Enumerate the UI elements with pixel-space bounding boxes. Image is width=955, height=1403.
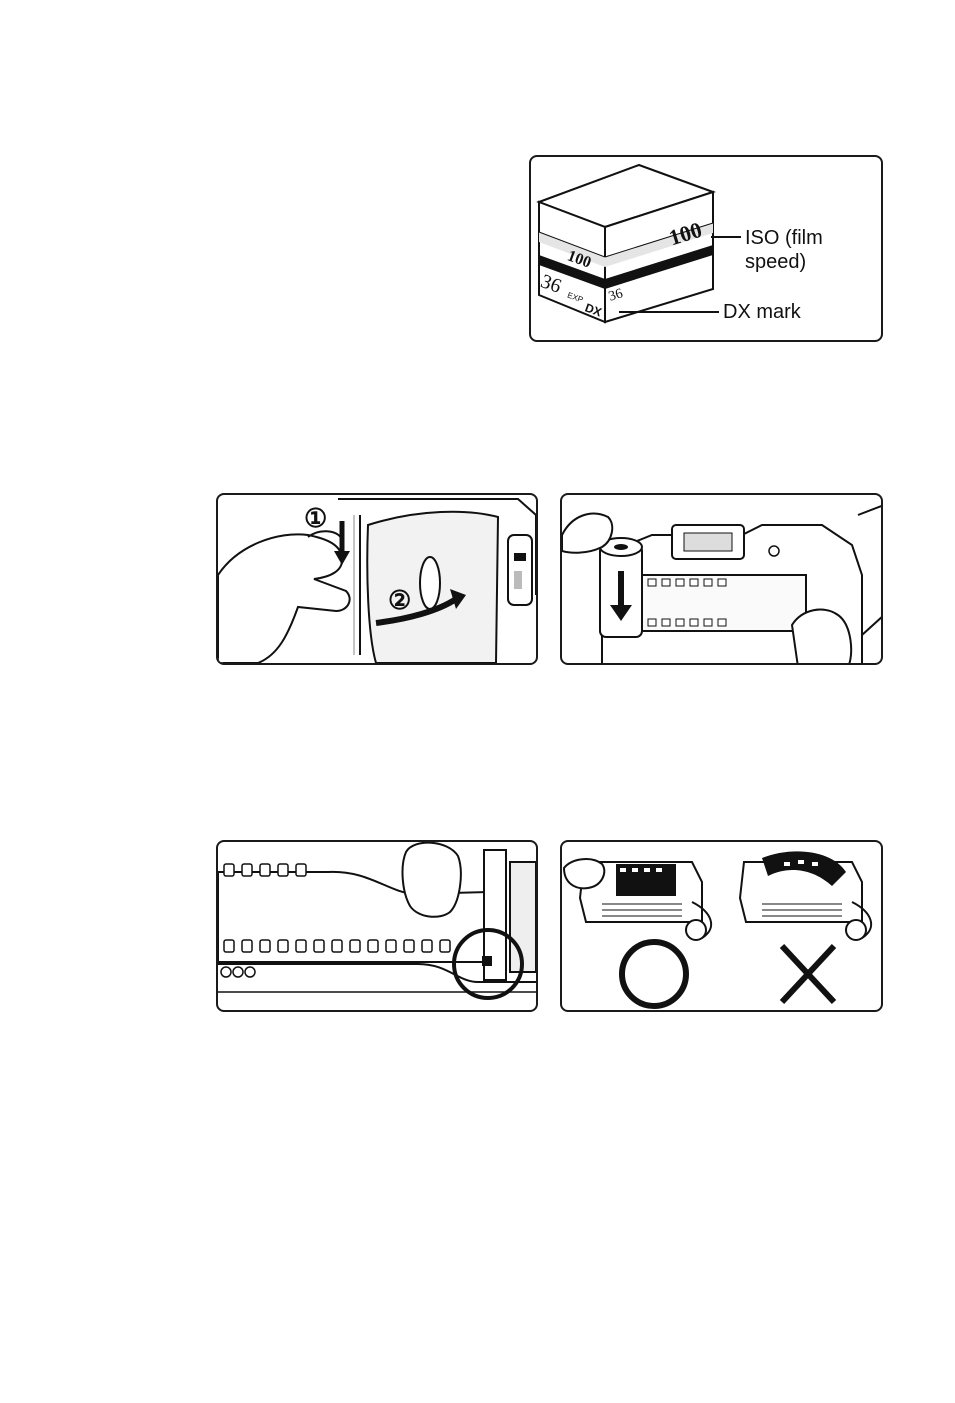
iso-label-line1: ISO (film <box>745 227 823 249</box>
film-leader-illustration <box>218 842 538 1012</box>
step1-marker: ① <box>304 507 327 529</box>
correct-incorrect-panel <box>560 840 883 1012</box>
iso-label-line2: speed) <box>745 251 806 273</box>
insert-cartridge-panel <box>560 493 883 665</box>
correct-incorrect-illustration <box>562 842 883 1012</box>
index-mark <box>482 956 492 966</box>
dx-mark-label: DX mark <box>723 301 801 323</box>
film-leader-panel <box>216 840 538 1012</box>
open-back-panel: ① ② <box>216 493 538 665</box>
film-box-panel: 100 100 36 EXP DX 36 ISO (film speed) DX… <box>529 155 883 342</box>
open-back-illustration <box>218 495 538 665</box>
insert-cartridge-illustration <box>562 495 883 665</box>
correct-circle-icon <box>622 942 686 1006</box>
step2-marker: ② <box>388 589 411 611</box>
